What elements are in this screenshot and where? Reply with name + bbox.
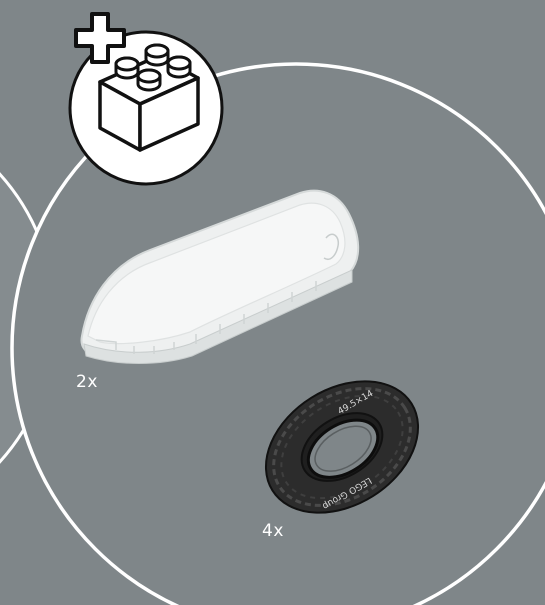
tire-quantity-label: 4x [262,521,284,541]
new-part-badge [70,14,222,184]
plate-quantity-label: 2x [76,372,98,392]
